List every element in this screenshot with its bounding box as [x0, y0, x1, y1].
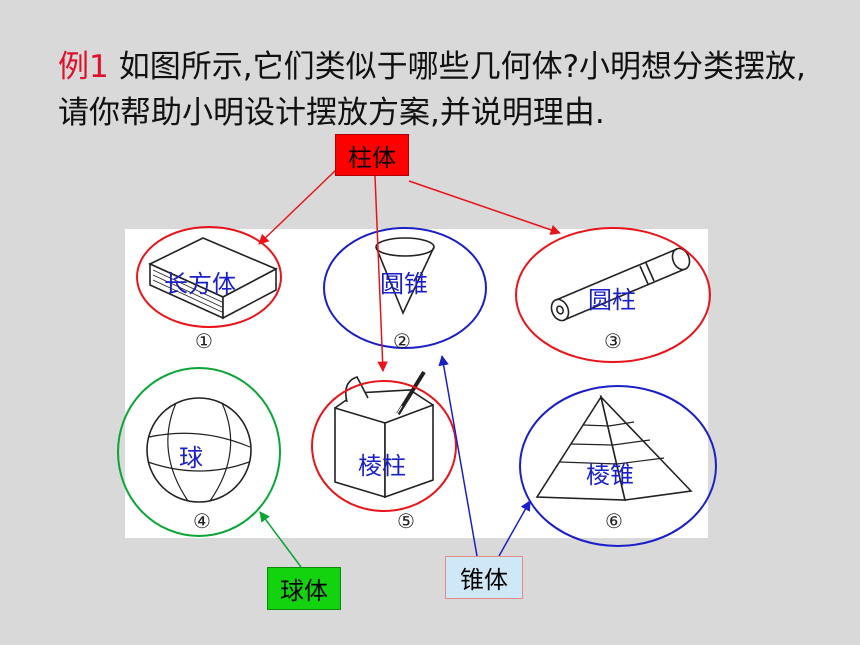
prism-label: 棱柱 [358, 452, 406, 480]
example-label: 例1 [58, 49, 109, 85]
cone-label: 圆锥 [380, 270, 428, 298]
cone-drawing [375, 237, 435, 315]
category-cone-body: 锥体 [445, 556, 523, 599]
shape-number-1: ① [195, 329, 213, 353]
ball-label: 球 [179, 444, 203, 472]
cylinder-label: 圆柱 [588, 286, 636, 314]
arrow-sphere-to-ball [259, 511, 302, 568]
category-sphere-body: 球体 [267, 567, 341, 610]
cuboid-drawing [148, 237, 278, 320]
prism-circle [311, 380, 457, 512]
shape-number-6: ⑥ [605, 509, 623, 533]
shape-number-4: ④ [193, 509, 211, 533]
arrow-prism-to-cuboid [258, 169, 337, 245]
question-body: 如图所示,它们类似于哪些几何体?小明想分类摆放,请你帮助小明设计摆放方案,并说明… [58, 49, 806, 131]
cylinder-circle [515, 227, 711, 363]
cuboid-circle [136, 226, 282, 328]
pyramid-label: 棱锥 [586, 461, 634, 489]
cone-circle [323, 227, 487, 349]
arrow-prism-to-prism [374, 175, 388, 373]
arrow-prism-to-cylinder [408, 180, 561, 235]
pyramid-drawing [535, 394, 693, 501]
shape-number-3: ③ [604, 329, 622, 353]
arrow-cone-to-cone [438, 354, 478, 557]
cylinder-drawing [550, 247, 691, 322]
cuboid-label: 长方体 [164, 270, 236, 298]
shape-number-5: ⑤ [397, 509, 415, 533]
ball-circle [117, 367, 281, 537]
shape-number-2: ② [393, 329, 411, 353]
arrow-cone-to-pyramid [498, 500, 531, 557]
ball-drawing [146, 397, 252, 503]
prism-box-drawing [334, 370, 434, 499]
pyramid-circle [519, 385, 717, 547]
category-prism-body: 柱体 [335, 134, 409, 176]
